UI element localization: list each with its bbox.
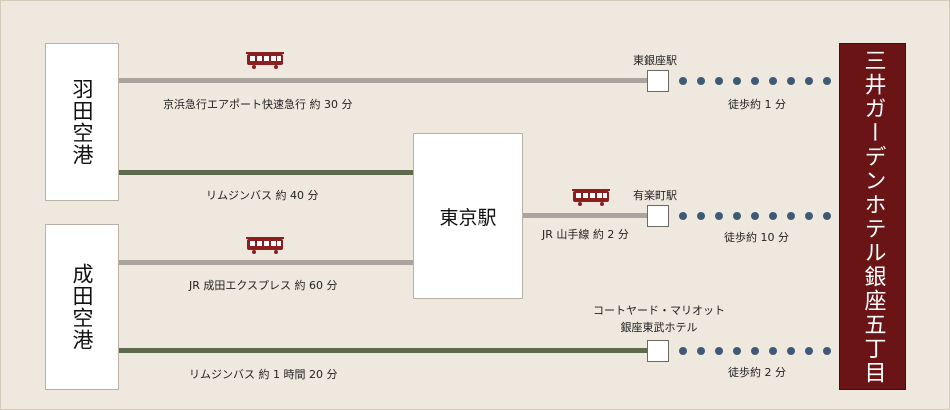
limousine-narita-label: リムジンバス 約 1 時間 20 分	[189, 368, 338, 381]
limousine-bus-line-haneda	[119, 170, 413, 175]
haneda-airport-box: 羽田空港	[45, 43, 119, 201]
hotel-label: 三井ガーデンホテル銀座五丁目	[860, 48, 886, 385]
higashi-ginza-station-marker	[647, 70, 669, 92]
tokyo-station-label: 東京駅	[439, 206, 497, 229]
walk-label-higashi-ginza: 徒歩約 1 分	[728, 98, 786, 111]
limousine-haneda-label: リムジンバス 約 40 分	[206, 189, 319, 202]
walk-label-yurakucho: 徒歩約 10 分	[724, 231, 789, 244]
narita-express-label: JR 成田エクスプレス 約 60 分	[189, 279, 338, 292]
keikyu-route-label: 京浜急行エアポート快速急行 約 30 分	[163, 98, 353, 111]
narita-express-line	[119, 260, 413, 265]
walk-dots-yurakucho	[679, 212, 831, 220]
train-icon	[572, 189, 610, 206]
hotel-box: 三井ガーデンホテル銀座五丁目	[839, 43, 906, 390]
train-icon	[246, 52, 284, 69]
courtyard-label-line1: コートヤード・マリオット	[593, 304, 725, 317]
walk-label-courtyard: 徒歩約 2 分	[728, 366, 786, 379]
walk-dots-higashi-ginza	[679, 77, 831, 85]
yurakucho-label: 有楽町駅	[633, 189, 677, 202]
narita-airport-box: 成田空港	[45, 224, 119, 390]
yurakucho-station-marker	[647, 205, 669, 227]
courtyard-marriott-marker	[647, 340, 669, 362]
yamanote-line	[523, 213, 647, 218]
haneda-airport-label: 羽田空港	[70, 78, 94, 166]
train-icon	[246, 237, 284, 254]
keikyu-line	[119, 78, 647, 83]
narita-airport-label: 成田空港	[70, 263, 94, 351]
higashi-ginza-label: 東銀座駅	[633, 54, 677, 67]
yamanote-label: JR 山手線 約 2 分	[542, 228, 629, 241]
courtyard-label-line2: 銀座東武ホテル	[620, 321, 698, 334]
tokyo-station-box: 東京駅	[413, 133, 523, 299]
walk-dots-courtyard	[679, 347, 831, 355]
limousine-bus-line-narita	[119, 348, 647, 353]
